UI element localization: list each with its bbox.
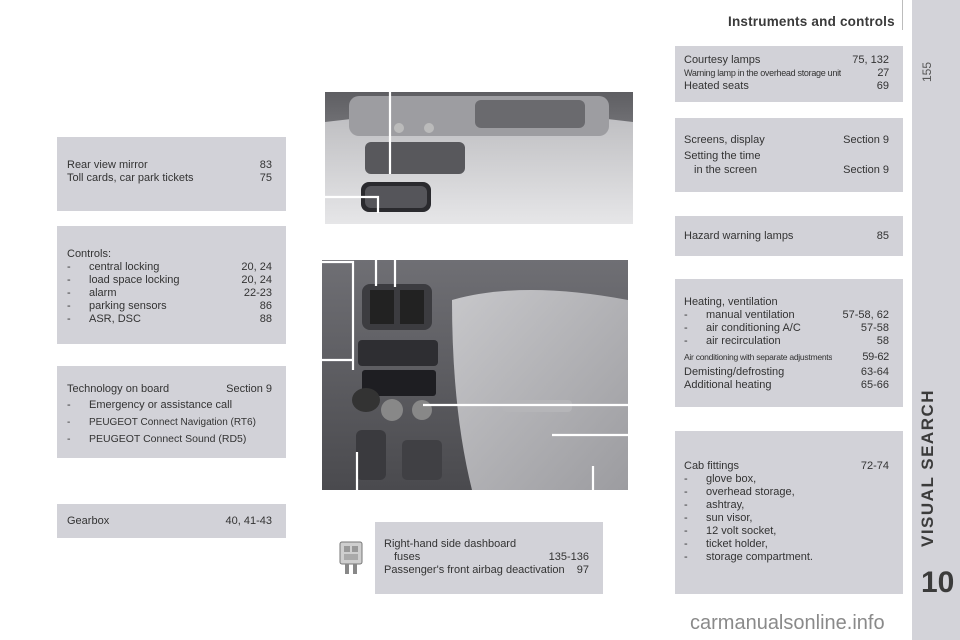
dashboard-photo-image [322,260,628,490]
list-item: -storage compartment. [684,551,813,563]
heating-box: Heating, ventilation -manual ventilation… [675,279,903,407]
controls-title: Controls: [67,248,112,260]
page-title: Instruments and controls [728,14,895,29]
list-item: -PEUGEOT Connect Navigation (RT6) [67,417,256,428]
fuse-icon [339,541,363,574]
chapter-sidebar [912,0,960,640]
list-item: -12 volt socket, [684,525,777,537]
heating-title: Heating, ventilation [684,296,778,308]
list-item: Air conditioning with separate adjustmen… [684,351,889,363]
list-item: -PEUGEOT Connect Sound (RD5) [67,433,247,445]
list-item: Warning lamp in the overhead storage uni… [684,67,889,79]
header-divider [902,0,903,30]
chapter-number: 10 [921,566,955,599]
dashboard-photo [322,260,628,490]
list-item: -glove box, [684,473,757,485]
list-item: -Emergency or assistance call [67,399,233,411]
list-item: -sun visor, [684,512,753,524]
list-item: -ticket holder, [684,538,768,550]
overhead-photo-image [325,92,633,224]
list-item: -overhead storage, [684,486,795,498]
list-item: -ashtray, [684,499,745,511]
fuses-title: Right-hand side dashboard [384,538,517,550]
overhead-photo [325,92,633,224]
watermark: carmanualsonline.info [690,612,885,634]
list-item: Setting the time [684,150,761,162]
